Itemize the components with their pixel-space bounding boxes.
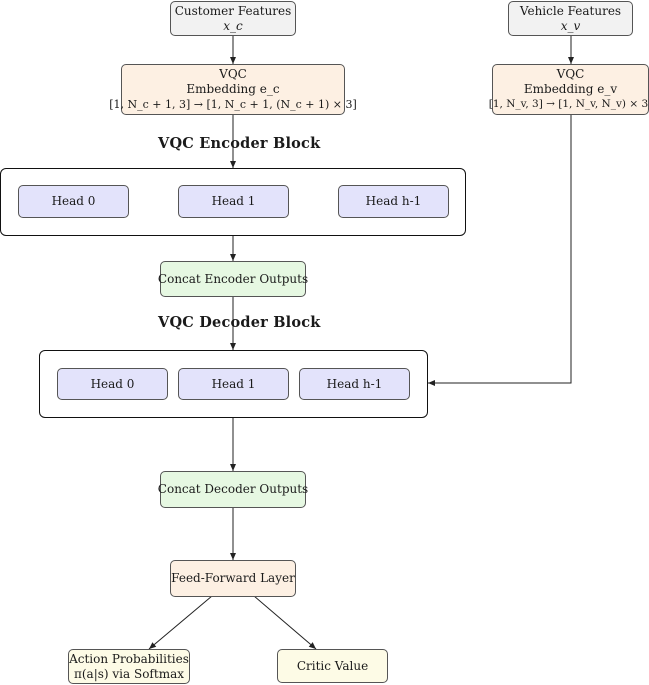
vehicle-features-label: Vehicle Features [519,3,622,18]
action-probabilities-node: Action Probabilities π(a|s) via Softmax [68,649,190,684]
decoder-head-1: Head 1 [178,368,289,400]
decoder-head-0-label: Head 0 [90,376,135,391]
encoder-head-last: Head h-1 [338,185,449,218]
vehicle-embedding-node: VQC Embedding e_v [1, N_v, 3] → [1, N_v,… [488,64,649,115]
customer-embedding-line1: VQC [219,67,247,81]
encoder-head-0: Head 0 [18,185,129,218]
arrow-feedforward-to-action [148,595,213,650]
customer-features-label: Customer Features [174,3,292,18]
customer-features-symbol: x_c [223,18,243,33]
vehicle-embedding-line2: Embedding e_v [523,82,618,96]
customer-embedding-node: VQC Embedding e_c [1, N_c + 1, 3] → [1, … [109,64,357,115]
critic-value-node: Critic Value [277,649,388,683]
encoder-head-last-label: Head h-1 [365,194,422,208]
vehicle-features-symbol: x_v [560,18,581,33]
decoder-head-0: Head 0 [57,368,168,400]
critic-value-label: Critic Value [296,658,369,673]
concat-decoder-node: Concat Decoder Outputs [157,471,309,508]
vehicle-embedding-line1: VQC [556,67,585,81]
decoder-head-last: Head h-1 [299,368,410,400]
arrow-vehicle-embedding-to-decoder [428,114,572,386]
encoder-block-title: VQC Encoder Block [158,135,321,152]
arrow-feedforward-to-critic [253,595,317,650]
vehicle-embedding-line3: [1, N_v, 3] → [1, N_v, N_v) × 3] [488,98,649,110]
decoder-block-title: VQC Decoder Block [158,314,321,331]
concat-decoder-label: Concat Decoder Outputs [157,482,309,496]
customer-embedding-line3: [1, N_c + 1, 3] → [1, N_c + 1, (N_c + 1)… [109,98,357,111]
encoder-head-1: Head 1 [178,185,289,218]
vehicle-features-node: Vehicle Features x_v [508,1,633,36]
encoder-head-0-label: Head 0 [51,194,96,208]
decoder-block [39,350,428,418]
action-probabilities-line2: π(a|s) via Softmax [73,666,184,681]
feed-forward-node: Feed-Forward Layer [170,560,296,597]
feed-forward-label: Feed-Forward Layer [171,571,295,585]
encoder-head-1-label: Head 1 [211,194,256,208]
concat-encoder-label: Concat Encoder Outputs [157,271,309,286]
encoder-block [0,168,466,236]
decoder-head-last-label: Head h-1 [326,376,383,391]
action-probabilities-line1: Action Probabilities [69,651,189,666]
decoder-head-1-label: Head 1 [211,376,256,391]
customer-embedding-line2: Embedding e_c [186,82,280,96]
customer-features-node: Customer Features x_c [170,1,296,36]
concat-encoder-node: Concat Encoder Outputs [157,261,309,297]
